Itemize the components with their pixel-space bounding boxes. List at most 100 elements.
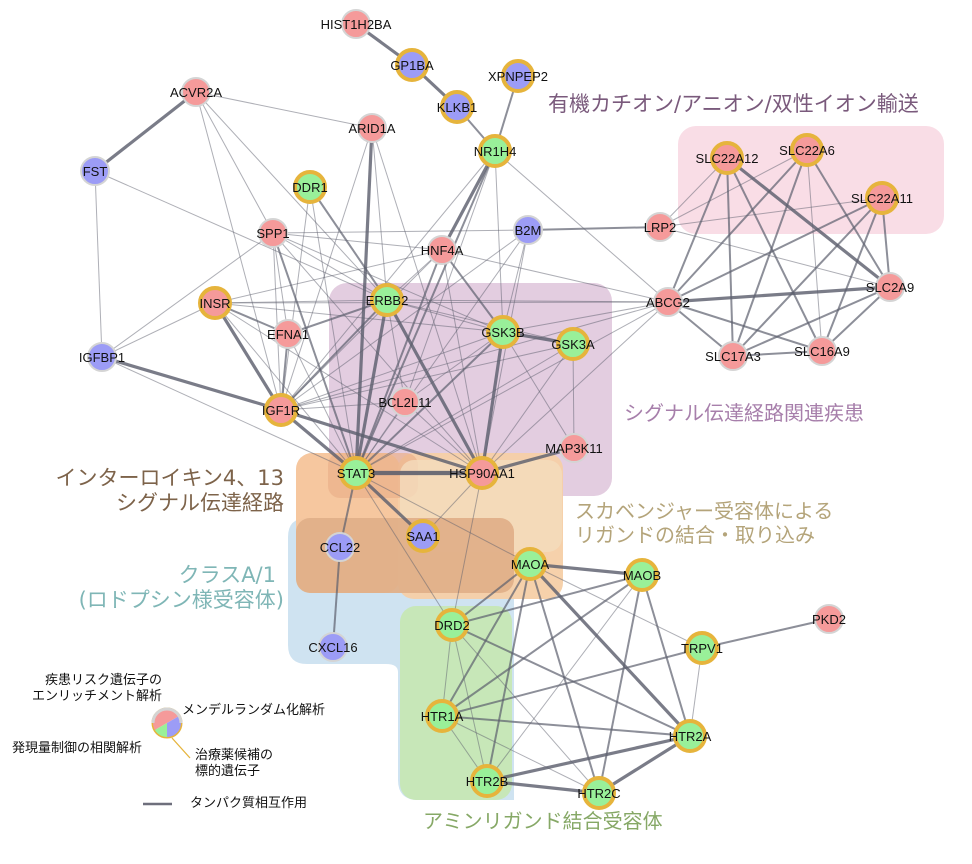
node-slc22a12[interactable]: SLC22A12: [696, 141, 759, 175]
node-circle[interactable]: [556, 327, 590, 361]
node-stat3[interactable]: STAT3: [337, 456, 376, 490]
node-circle[interactable]: [718, 341, 748, 371]
node-slc2a9[interactable]: SLC2A9: [866, 272, 914, 302]
node-circle[interactable]: [390, 387, 420, 417]
edge-fst-erbb2: [94, 170, 388, 301]
node-circle[interactable]: [865, 181, 899, 215]
node-circle[interactable]: [501, 59, 535, 93]
node-hist1h2ba[interactable]: HIST1H2BA: [321, 9, 392, 39]
node-saa1[interactable]: SAA1: [406, 519, 440, 553]
node-circle[interactable]: [807, 336, 837, 366]
node-circle[interactable]: [198, 286, 232, 320]
node-circle[interactable]: [559, 433, 589, 463]
node-igfbp1[interactable]: IGFBP1: [79, 342, 125, 372]
node-circle[interactable]: [814, 604, 844, 634]
node-circle[interactable]: [486, 315, 520, 349]
edge-drd2-htr2b: [451, 624, 488, 782]
node-map3k11[interactable]: MAP3K11: [545, 433, 603, 463]
node-circle[interactable]: [513, 547, 547, 581]
edge-acvr2a-fst: [94, 90, 197, 173]
node-lrp2[interactable]: LRP2: [644, 212, 677, 242]
node-hsp90aa1[interactable]: HSP90AA1: [449, 456, 515, 490]
node-cxcl16[interactable]: CXCL16: [308, 632, 358, 662]
node-circle[interactable]: [685, 631, 719, 665]
node-gp1ba[interactable]: GP1BA: [390, 48, 434, 82]
node-htr2b[interactable]: HTR2B: [466, 764, 509, 798]
node-ddr1[interactable]: DDR1: [292, 170, 328, 204]
edge-slc2a9-abcg2: [667, 285, 891, 304]
node-circle[interactable]: [293, 170, 327, 204]
node-circle[interactable]: [357, 113, 387, 143]
node-drd2[interactable]: DRD2: [434, 608, 470, 642]
node-circle[interactable]: [341, 9, 371, 39]
legend-slice-blue: [167, 716, 181, 737]
node-erbb2[interactable]: ERBB2: [366, 283, 409, 317]
node-circle[interactable]: [875, 272, 905, 302]
node-circle[interactable]: [478, 134, 512, 168]
node-efna1[interactable]: EFNA1: [267, 319, 309, 349]
node-maoa[interactable]: MAOA: [511, 547, 550, 581]
node-circle[interactable]: [258, 218, 288, 248]
node-circle[interactable]: [273, 319, 303, 349]
edge-insr-stat3: [214, 302, 357, 474]
node-htr2a[interactable]: HTR2A: [669, 719, 712, 753]
node-circle[interactable]: [435, 608, 469, 642]
node-circle[interactable]: [645, 212, 675, 242]
node-htr2c[interactable]: HTR2C: [577, 776, 621, 810]
edges: [94, 22, 891, 795]
node-label: KLKB1: [437, 100, 477, 115]
node-circle[interactable]: [339, 456, 373, 490]
node-slc17a3[interactable]: SLC17A3: [705, 341, 761, 371]
node-circle[interactable]: [325, 532, 355, 562]
node-circle[interactable]: [318, 632, 348, 662]
edge-htr2b-htr2c: [486, 779, 600, 795]
node-insr[interactable]: INSR: [198, 286, 232, 320]
node-slc22a11[interactable]: SLC22A11: [851, 181, 913, 215]
node-spp1[interactable]: SPP1: [256, 218, 290, 248]
node-fst[interactable]: FST: [80, 156, 110, 186]
edge-htr1a-htr2c: [441, 715, 600, 794]
node-circle[interactable]: [395, 48, 429, 82]
node-igf1r[interactable]: IGF1R: [262, 393, 300, 427]
node-nr1h4[interactable]: NR1H4: [474, 134, 517, 168]
edge-gsk3b-stat3: [355, 331, 504, 474]
node-hnf4a[interactable]: HNF4A: [421, 235, 464, 265]
node-klkb1[interactable]: KLKB1: [437, 90, 477, 124]
node-circle[interactable]: [470, 764, 504, 798]
node-slc16a9[interactable]: SLC16A9: [794, 336, 850, 366]
node-xpnpep2[interactable]: XPNPEP2: [488, 59, 548, 93]
group-label-signal-disease: シグナル伝達経路関連疾患: [624, 401, 864, 425]
node-circle[interactable]: [427, 235, 457, 265]
node-circle[interactable]: [370, 283, 404, 317]
node-circle[interactable]: [465, 456, 499, 490]
node-htr1a[interactable]: HTR1A: [421, 699, 464, 733]
node-trpv1[interactable]: TRPV1: [681, 631, 723, 665]
node-label: TRPV1: [681, 641, 723, 656]
node-circle[interactable]: [80, 156, 110, 186]
node-gsk3b[interactable]: GSK3B: [481, 315, 525, 349]
node-circle[interactable]: [625, 558, 659, 592]
node-circle[interactable]: [582, 776, 616, 810]
node-circle[interactable]: [181, 77, 211, 107]
node-circle[interactable]: [513, 215, 543, 245]
node-gsk3a[interactable]: GSK3A: [551, 327, 595, 361]
node-bcl2l11[interactable]: BCL2L11: [378, 387, 432, 417]
node-b2m[interactable]: B2M: [513, 215, 543, 245]
node-circle[interactable]: [87, 342, 117, 372]
node-maob[interactable]: MAOB: [623, 558, 661, 592]
node-arid1a[interactable]: ARID1A: [349, 113, 396, 143]
node-label: ACVR2A: [170, 85, 222, 100]
node-circle[interactable]: [790, 133, 824, 167]
node-acvr2a[interactable]: ACVR2A: [170, 77, 222, 107]
node-circle[interactable]: [440, 90, 474, 124]
node-circle[interactable]: [653, 287, 683, 317]
node-abcg2[interactable]: ABCG2: [646, 287, 690, 317]
node-circle[interactable]: [264, 393, 298, 427]
node-slc22a6[interactable]: SLC22A6: [779, 133, 835, 167]
node-circle[interactable]: [673, 719, 707, 753]
node-circle[interactable]: [406, 519, 440, 553]
node-circle[interactable]: [710, 141, 744, 175]
node-ccl22[interactable]: CCL22: [320, 532, 360, 562]
node-circle[interactable]: [425, 699, 459, 733]
node-pkd2[interactable]: PKD2: [812, 604, 846, 634]
